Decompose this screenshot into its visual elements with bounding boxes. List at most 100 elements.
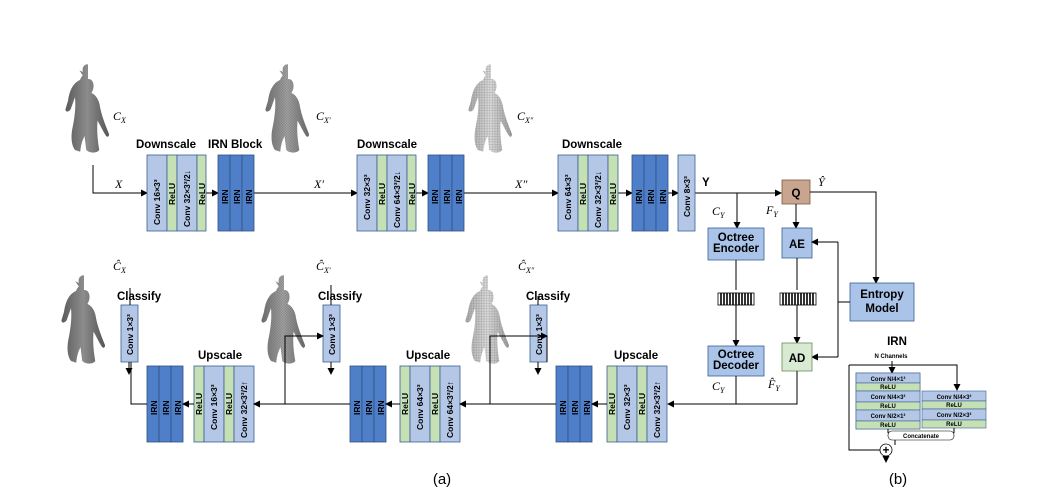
statue-xhat: [61, 275, 106, 364]
irn-label: IRN: [244, 189, 254, 204]
add-symbol: +: [883, 445, 890, 457]
classify-heading-1: Classify: [117, 291, 162, 303]
encoder-row: CX CX′ CX″ Downscale IRN Block Downscale…: [65, 64, 782, 232]
irn-right-0: Conv N/4×3³: [937, 394, 972, 401]
bitstream-ae: [779, 292, 817, 306]
cx-label: CX: [113, 109, 127, 125]
cx1hat-label: ĈX′: [316, 259, 331, 275]
irn-block-1: IRN IRN IRN: [217, 154, 255, 232]
dec3-conv-a: Conv 32×3³: [622, 384, 632, 430]
var-x2: X″: [514, 177, 528, 191]
classify-conv-1: Conv 1×3³: [120, 304, 139, 363]
concatenate-label: Concatenate: [903, 434, 940, 440]
ad-label: AD: [789, 353, 806, 365]
decoder-row: ĈX ĈX′ ĈX″ Classify Classify Classify Up…: [61, 259, 668, 443]
classify-conv-3: Conv 1×3³: [529, 304, 548, 363]
cx2-label: CX″: [517, 109, 534, 125]
irn-label: IRN: [570, 400, 580, 415]
enc2-conv-a: Conv 32×3³: [362, 174, 372, 220]
bitstream-octree: [717, 292, 755, 306]
var-fy: FY: [765, 203, 779, 219]
cx2hat-label: ĈX″: [518, 259, 535, 275]
quantizer-box: [781, 179, 811, 205]
ad-box: [781, 342, 813, 372]
irn-label: IRN: [364, 400, 374, 415]
enc2-conv-b: Conv 64×3³/2↓: [392, 171, 402, 228]
enc3-conv-b: Conv 32×3³/2↓: [593, 171, 603, 228]
decoder-conv-3: ReLU Conv 32×3³ ReLU Conv 32×3³/2↑: [606, 365, 668, 443]
enc2-relu-b: ReLU: [407, 183, 417, 205]
dec2-conv-a: Conv 64×3³: [415, 384, 425, 430]
conv8-label: Conv 8×3³: [682, 176, 692, 217]
var-y: Y: [702, 177, 710, 189]
irn-block-heading: IRN Block: [208, 139, 263, 151]
n-channels-label: N Channels: [874, 354, 908, 360]
decoder-irn-2: IRN IRN IRN: [349, 365, 387, 443]
cx1-label: CX′: [316, 109, 331, 125]
statue-x2: [468, 64, 513, 153]
encoder-block-2: Conv 32×3³ ReLU Conv 64×3³/2↓ ReLU: [356, 154, 417, 232]
downscale-heading-3: Downscale: [562, 139, 622, 151]
enc1-conv-b: Conv 32×3³/2↓: [182, 170, 192, 227]
concatenate-node: [887, 430, 955, 441]
caption-b: (b): [889, 471, 907, 488]
enc1-relu-b: ReLU: [197, 183, 207, 205]
irn-block-3: IRN IRN IRN: [631, 154, 669, 232]
encoder-block-3: Conv 64×3³ ReLU Conv 32×3³/2↓ ReLU: [557, 154, 619, 232]
enc2-relu-a: ReLU: [377, 183, 387, 205]
relu-label: ReLU: [224, 393, 234, 415]
irn-label: IRN: [149, 400, 159, 415]
statue-x2hat: [465, 275, 510, 364]
irn-left-1: ReLU: [880, 385, 896, 391]
upscale-heading-1: Upscale: [198, 350, 242, 362]
irn-left-2: Conv N/4×3³: [871, 394, 906, 401]
decoder-irn-3: IRN IRN IRN: [555, 365, 593, 443]
irn-label: IRN: [173, 400, 183, 415]
dec1-conv-a: Conv 16×3³: [209, 384, 219, 430]
irn-label: IRN: [646, 189, 656, 204]
dec2-conv-b: Conv 64×3³/2↑: [445, 381, 455, 438]
decoder-conv-2: ReLU Conv 64×3³ ReLU Conv 64×3³/2↑: [399, 365, 461, 443]
quantizer-label: Q: [792, 188, 801, 200]
octree-decoder-box: [707, 345, 765, 377]
encoder-final-conv: Conv 8×3³: [677, 154, 696, 232]
irn-detail: IRN N Channels Conv N/4×1³ ReLU Conv N/4…: [848, 336, 987, 463]
var-fyhat: F̂Y: [767, 377, 781, 393]
irn-label: IRN: [634, 189, 644, 204]
var-yhat: Ŷ: [818, 175, 826, 189]
relu-label: ReLU: [607, 393, 617, 415]
irn-label: IRN: [232, 189, 242, 204]
irn-right-2: Conv N/2×3³: [937, 412, 972, 419]
decoder-conv-1: ReLU Conv 16×3³ ReLU Conv 32×3³/2↑: [193, 365, 255, 443]
var-cy: CY: [712, 204, 726, 220]
irn-label: IRN: [454, 189, 464, 204]
irn-label: IRN: [430, 189, 440, 204]
var-x1: X′: [313, 177, 324, 191]
relu-label: ReLU: [637, 393, 647, 415]
classify-conv-label: Conv 1×3³: [534, 314, 544, 355]
caption-a: (a): [433, 471, 451, 488]
dec1-conv-b: Conv 32×3³/2↑: [239, 381, 249, 438]
irn-block-2: IRN IRN IRN: [427, 154, 465, 232]
irn-label: IRN: [220, 189, 230, 204]
classify-conv-label: Conv 1×3³: [125, 314, 135, 355]
irn-label: IRN: [582, 400, 592, 415]
irn-left-0: Conv N/4×1³: [871, 376, 906, 383]
irn-right-3: ReLU: [946, 422, 962, 428]
enc3-conv-a: Conv 64×3³: [563, 174, 573, 220]
classify-conv-2: Conv 1×3³: [322, 304, 341, 363]
enc1-conv-a: Conv 16×3³: [152, 179, 162, 225]
irn-label: IRN: [352, 400, 362, 415]
irn-left-5: ReLU: [880, 423, 896, 429]
cxhat-label: ĈX: [113, 259, 127, 275]
enc3-relu-b: ReLU: [608, 183, 618, 205]
irn-label: IRN: [658, 189, 668, 204]
octree-encoder-box: [707, 227, 765, 261]
statue-x: [65, 64, 110, 153]
classify-heading-3: Classify: [526, 291, 571, 303]
